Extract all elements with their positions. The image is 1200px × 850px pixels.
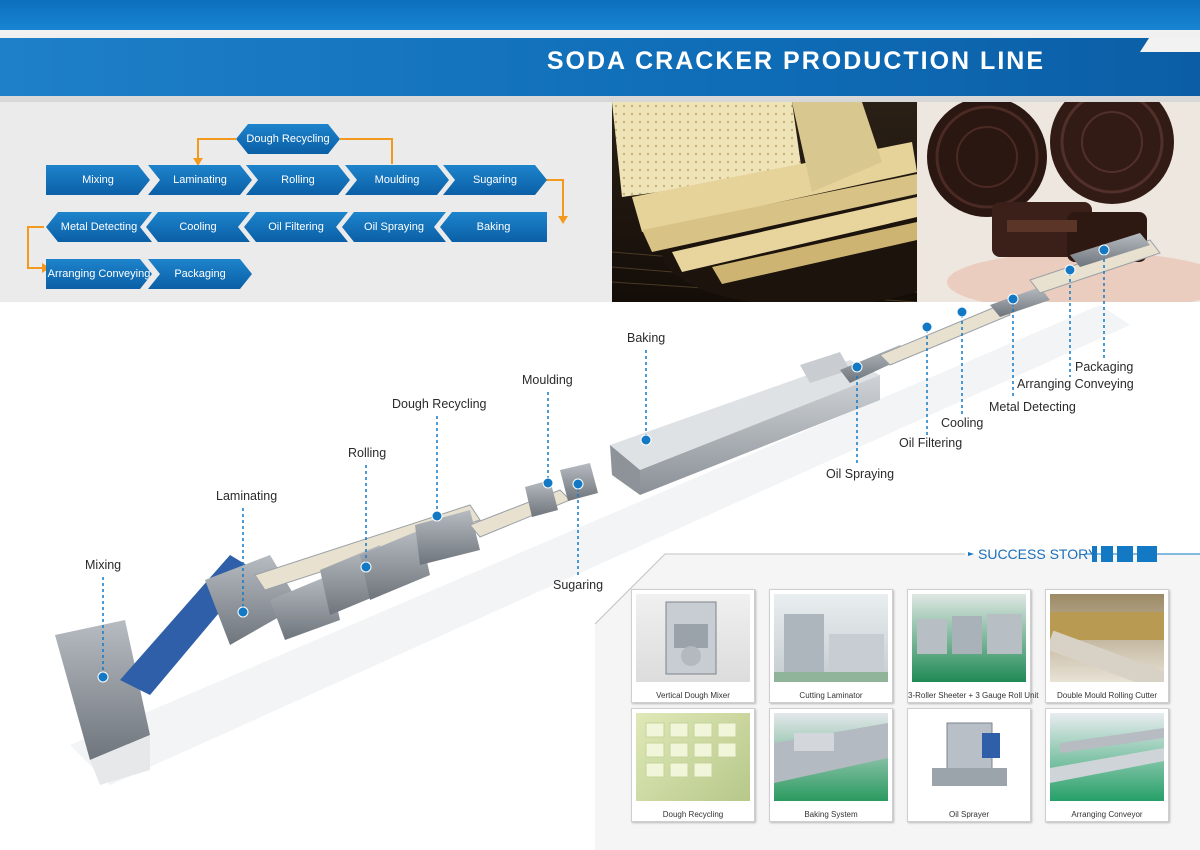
- arrowhead-2: [558, 216, 568, 224]
- thumb-baking-system: Baking System: [769, 708, 893, 822]
- thumb-image: [1050, 713, 1164, 801]
- sandwich-cookie-photo: [917, 102, 1200, 302]
- recycle-right-line: [340, 138, 393, 164]
- label-dough-recycling: Dough Recycling: [392, 397, 487, 411]
- packaging-machine: [1070, 233, 1150, 267]
- flow-step-mixing: Mixing: [46, 165, 150, 195]
- thumb-caption: Arranging Conveyor: [1071, 810, 1143, 819]
- production-line-illustration: [55, 233, 1161, 785]
- recycle-left-arrow: [197, 138, 236, 160]
- label-packaging: Packaging: [1075, 360, 1134, 374]
- thumb-double-mould-rolling-cutter: Double Mould Rolling Cutter: [1045, 589, 1169, 703]
- thumb-image: [1050, 594, 1164, 682]
- thumb-image: [636, 713, 750, 801]
- label-metal-detecting: Metal Detecting: [989, 400, 1076, 414]
- label-oil-spraying: Oil Spraying: [826, 467, 895, 481]
- header-top-band: [0, 0, 1200, 30]
- label-arranging-conveying: Arranging Conveying: [1017, 377, 1134, 391]
- thumb-image: [636, 594, 750, 682]
- thumb-caption: Baking System: [804, 810, 858, 819]
- thumb-image: [774, 594, 888, 682]
- thumb-caption: Dough Recycling: [662, 810, 724, 819]
- label-mixing: Mixing: [85, 558, 122, 572]
- baking-oven: [640, 375, 880, 495]
- turn-right-arrow: [543, 179, 564, 218]
- label-moulding: Moulding: [522, 373, 573, 387]
- thumb-dough-recycling: Dough Recycling: [631, 708, 755, 822]
- mixer-machine: [55, 620, 150, 760]
- crackers-illustration: [612, 102, 917, 302]
- thumb-caption: Oil Sprayer: [948, 810, 989, 819]
- cookies-illustration: [917, 102, 1200, 302]
- page-title: SODA CRACKER PRODUCTION LINE: [546, 47, 1045, 75]
- header-title-bar: [0, 38, 1200, 96]
- thumb-caption: Double Mould Rolling Cutter: [1056, 691, 1158, 700]
- success-story-title: SUCCESS STORY: [978, 546, 1098, 562]
- label-oil-filtering: Oil Filtering: [899, 436, 963, 450]
- label-laminating: Laminating: [216, 489, 278, 503]
- soda-cracker-photo: [612, 102, 917, 302]
- label-baking: Baking: [627, 331, 666, 345]
- arrowhead-1: [193, 158, 203, 166]
- turn-left-arrow: [27, 226, 44, 269]
- thumb-vertical-dough-mixer: Vertical Dough Mixer: [631, 589, 755, 703]
- thumb-caption: Vertical Dough Mixer: [656, 691, 730, 700]
- thumb-image: [912, 713, 1026, 801]
- thumb-caption: Cutting Laminator: [799, 691, 863, 700]
- thumb-3-roller-sheeter: 3-Roller Sheeter + 3 Gauge Roll Unit: [907, 589, 1039, 703]
- thumb-oil-sprayer: Oil Sprayer: [907, 708, 1031, 822]
- thumb-image: [912, 594, 1026, 682]
- thumb-caption: 3-Roller Sheeter + 3 Gauge Roll Unit: [908, 691, 1039, 700]
- thumb-cutting-laminator: Cutting Laminator: [769, 589, 893, 703]
- label-rolling: Rolling: [348, 446, 387, 460]
- thumb-image: [774, 713, 888, 801]
- label-sugaring: Sugaring: [553, 578, 604, 592]
- thumb-arranging-conveyor: Arranging Conveyor: [1045, 708, 1169, 822]
- header-tab: [1140, 38, 1200, 52]
- label-cooling: Cooling: [941, 416, 984, 430]
